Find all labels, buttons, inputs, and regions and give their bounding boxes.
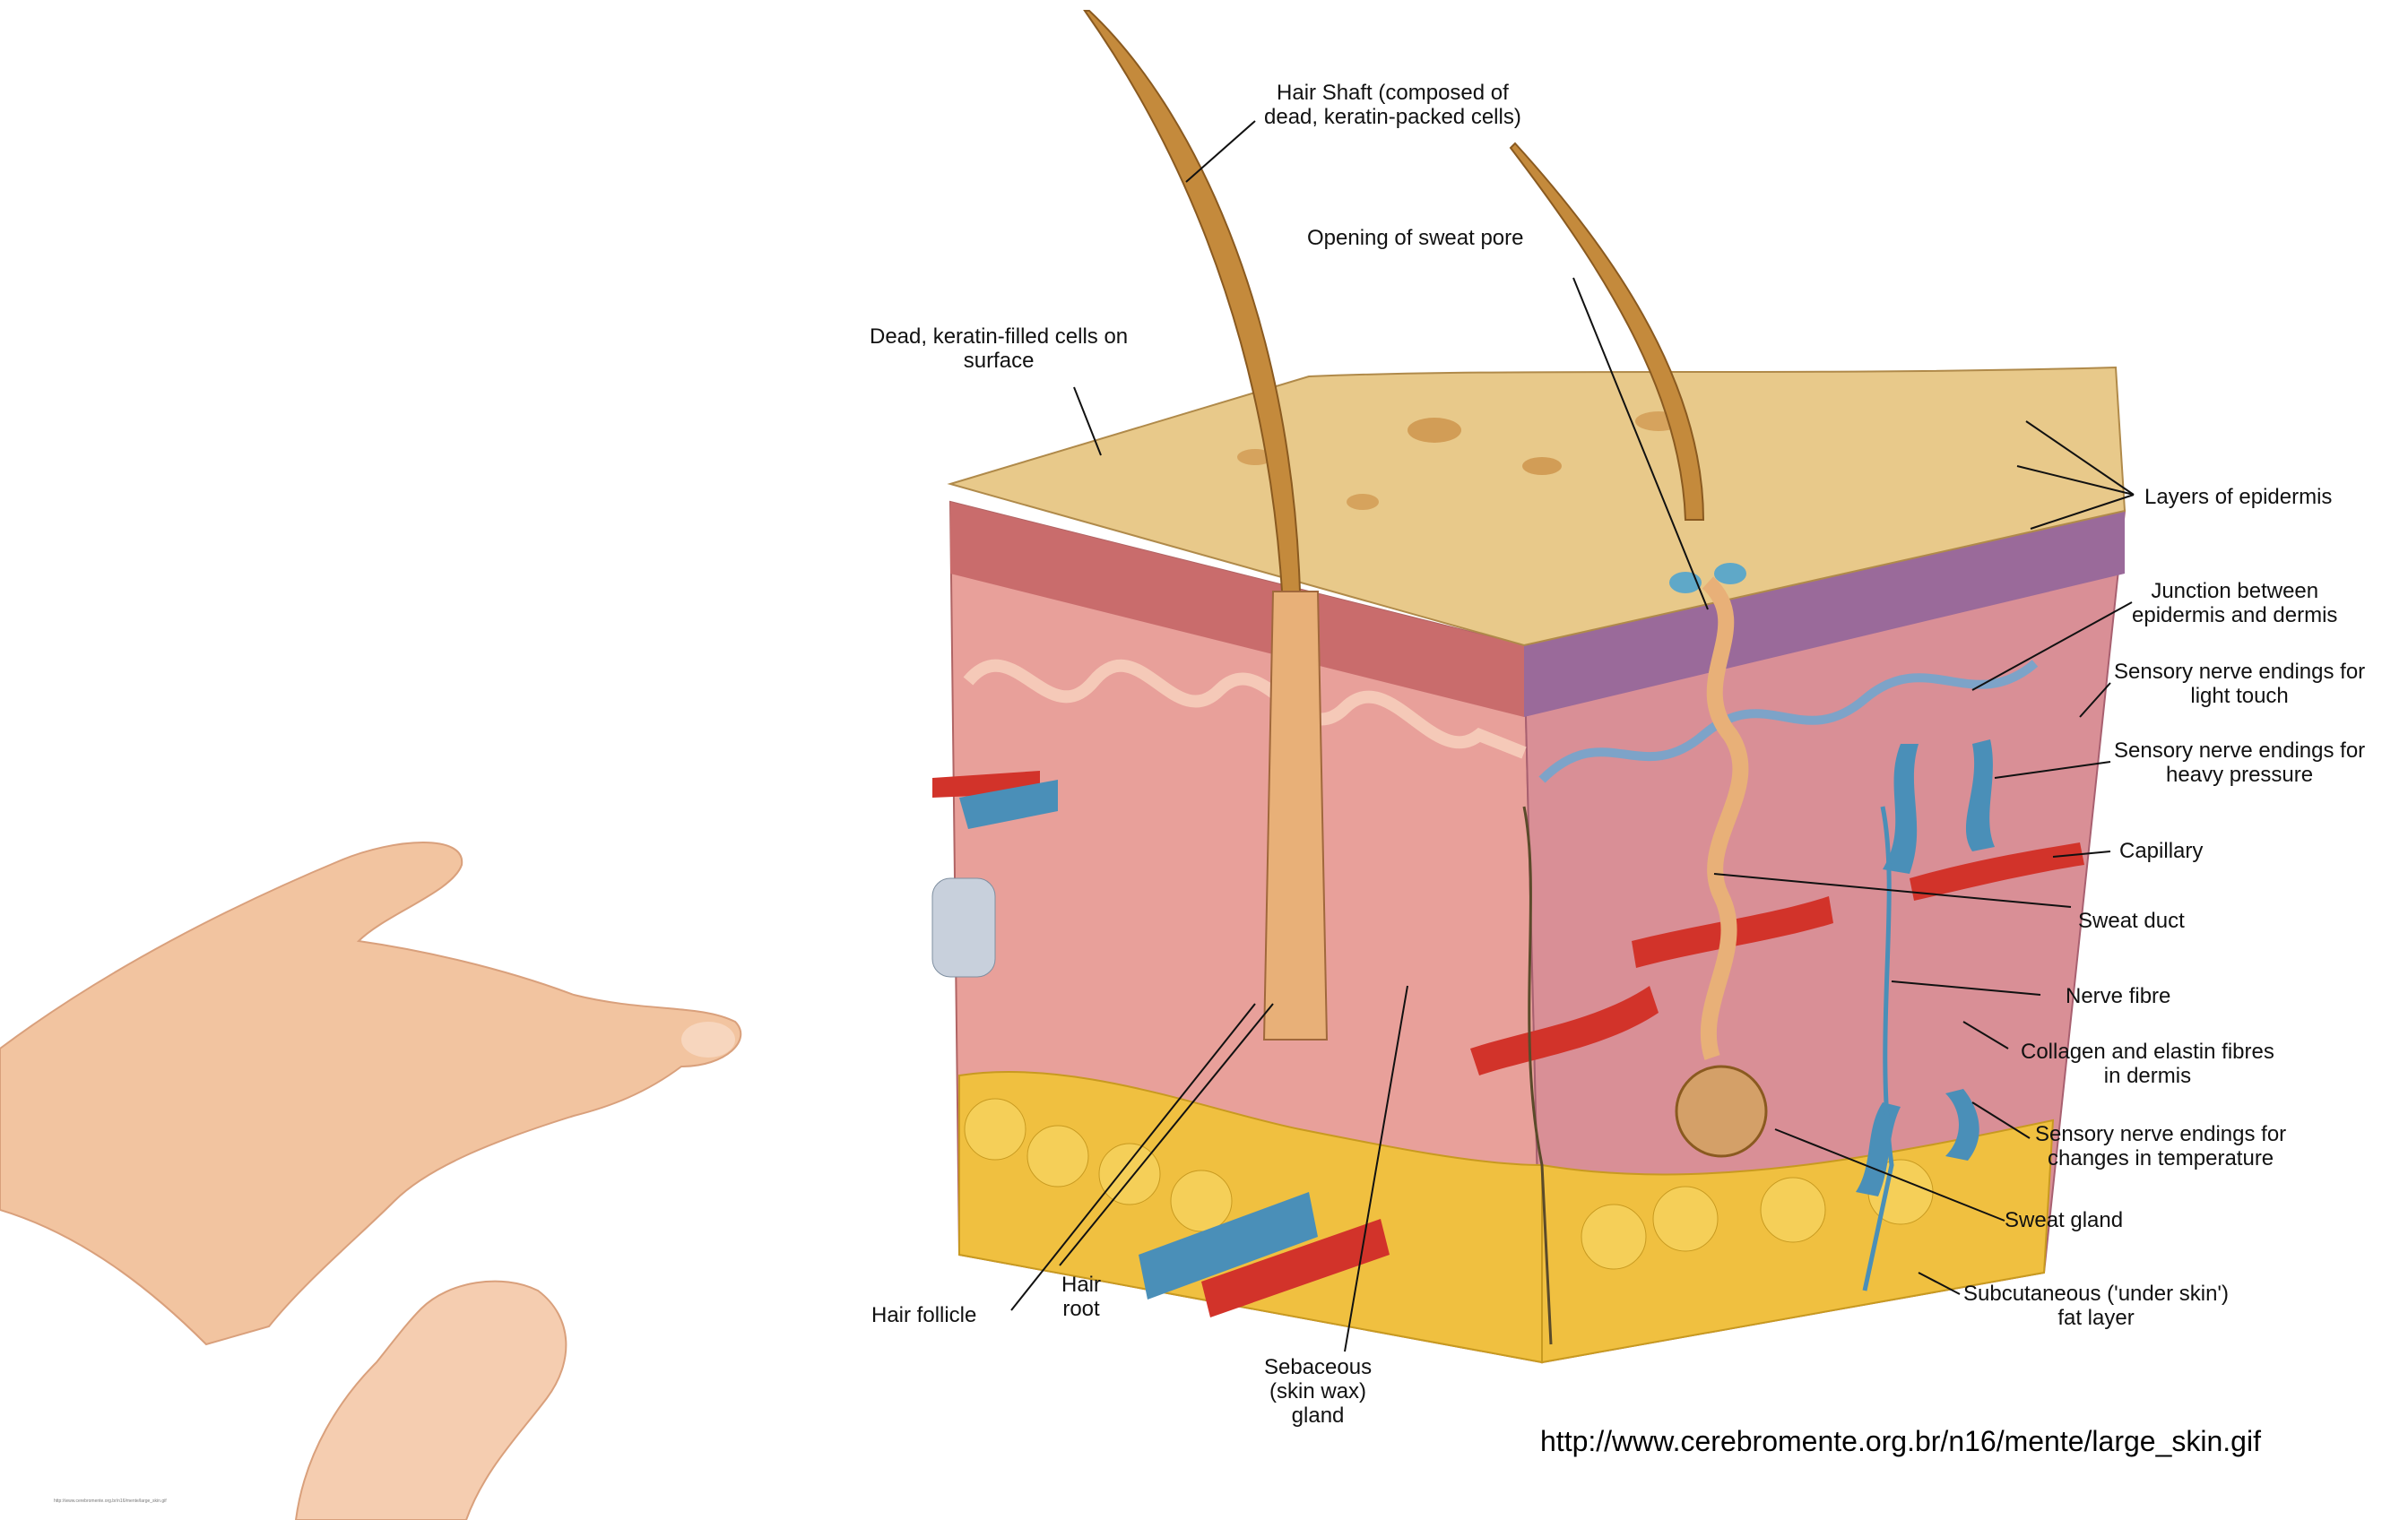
hand-illustration <box>0 842 741 1520</box>
label-junction: Junction between epidermis and dermis <box>2132 579 2337 627</box>
source-url: http://www.cerebromente.org.br/n16/mente… <box>1540 1425 2261 1458</box>
label-sweat-gland: Sweat gland <box>2005 1208 2123 1232</box>
label-layers-epidermis: Layers of epidermis <box>2144 485 2332 509</box>
label-subcutaneous: Subcutaneous ('under skin') fat layer <box>1963 1282 2229 1330</box>
label-capillary: Capillary <box>2119 839 2203 863</box>
label-sweat-pore: Opening of sweat pore <box>1307 226 1524 250</box>
skin-block <box>950 367 2125 1362</box>
label-dead-cells: Dead, keratin-filled cells on surface <box>870 324 1128 373</box>
label-heavy-pressure: Sensory nerve endings for heavy pressure <box>2114 738 2365 787</box>
tiny-source-url: http://www.cerebromente.org.br/n16/mente… <box>54 1498 167 1504</box>
label-light-touch: Sensory nerve endings for light touch <box>2114 660 2365 708</box>
label-hair-root: Hair root <box>1061 1273 1101 1321</box>
label-hair-follicle: Hair follicle <box>871 1303 976 1327</box>
label-sebaceous: Sebaceous (skin wax) gland <box>1264 1355 1372 1428</box>
label-nerve-fibre: Nerve fibre <box>2066 984 2170 1008</box>
label-collagen: Collagen and elastin fibres in dermis <box>2021 1040 2274 1088</box>
label-hair-shaft: Hair Shaft (composed of dead, keratin-pa… <box>1264 81 1521 129</box>
label-temperature: Sensory nerve endings for changes in tem… <box>2035 1122 2286 1170</box>
label-sweat-duct: Sweat duct <box>2078 909 2185 933</box>
